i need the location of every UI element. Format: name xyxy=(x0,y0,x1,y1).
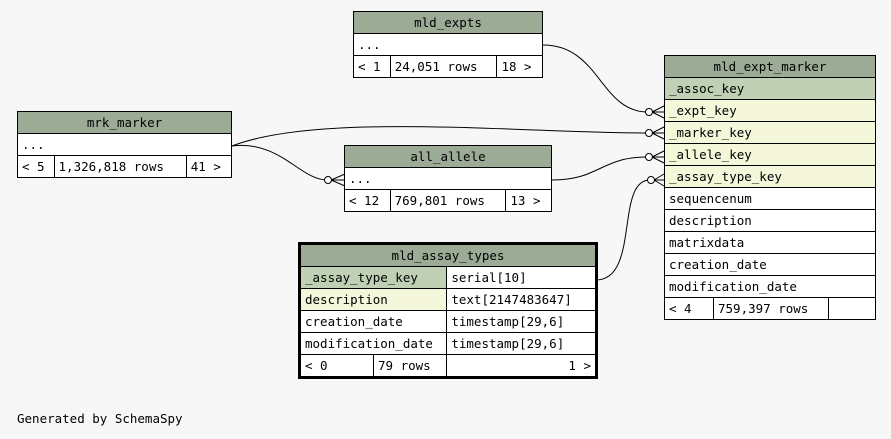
column-allele-key: _allele_key xyxy=(664,143,876,166)
table-title[interactable]: all_allele xyxy=(344,145,552,168)
edge-mrk-marker-allele-allele xyxy=(231,144,328,181)
column-assoc-key: _assoc_key xyxy=(664,77,876,100)
row-count: 24,051 rows xyxy=(389,55,498,78)
edge-mld-expts-expt-key xyxy=(542,44,649,113)
column-name: description xyxy=(298,288,448,311)
column-type: serial[10] xyxy=(446,266,597,289)
column-name: modification_date xyxy=(298,332,448,355)
edge-mrk-marker-marker-key xyxy=(231,126,649,147)
column-type: text[2147483647] xyxy=(446,288,597,311)
table-mld-expt-marker[interactable]: mld_expt_marker _assoc_key _expt_key _ma… xyxy=(664,55,876,320)
children-count[interactable]: 18 > xyxy=(496,55,543,78)
column-assay-type-key: _assay_type_key xyxy=(664,165,876,188)
table-title[interactable]: mld_expts xyxy=(353,11,543,34)
column-name: creation_date xyxy=(298,310,448,333)
parents-count[interactable]: < 12 xyxy=(344,189,391,212)
ellipsis-row: ... xyxy=(17,133,232,156)
column-expt-key: _expt_key xyxy=(664,99,876,122)
children-count xyxy=(828,297,876,320)
table-title[interactable]: mrk_marker xyxy=(17,111,232,134)
column-sequencenum: sequencenum xyxy=(664,187,876,210)
row-count: 1,326,818 rows xyxy=(53,155,187,178)
crowfoot-all-allele xyxy=(324,173,346,187)
row-count: 79 rows xyxy=(372,354,448,378)
table-mld-assay-types[interactable]: mld_assay_types _assay_type_key serial[1… xyxy=(298,242,598,379)
column-description: description xyxy=(664,209,876,232)
column-name: _assay_type_key xyxy=(298,266,448,289)
edge-all-allele-allele-key xyxy=(551,156,649,181)
parents-count[interactable]: < 5 xyxy=(17,155,55,178)
parents-count[interactable]: < 4 xyxy=(664,297,714,320)
column-type: timestamp[29,6] xyxy=(446,332,597,355)
crowfoot-assay-type-key xyxy=(647,173,665,187)
crowfoot-marker-key xyxy=(645,126,665,140)
column-matrixdata: matrixdata xyxy=(664,231,876,254)
generated-by-footer: Generated by SchemaSpy xyxy=(17,411,183,426)
column-creation-date: creation_date xyxy=(664,253,876,276)
column-modification-date: modification_date xyxy=(664,275,876,298)
table-all-allele[interactable]: all_allele ... < 12 769,801 rows 13 > xyxy=(344,145,552,212)
parents-count[interactable]: < 1 xyxy=(353,55,391,78)
row-count: 769,801 rows xyxy=(389,189,507,212)
edge-assay-types-assay-type-key xyxy=(595,179,651,281)
children-count[interactable]: 1 > xyxy=(446,354,597,378)
children-count[interactable]: 41 > xyxy=(185,155,233,178)
crowfoot-expt-key xyxy=(645,105,665,119)
crowfoot-allele-key xyxy=(645,150,665,164)
column-marker-key: _marker_key xyxy=(664,121,876,144)
column-type: timestamp[29,6] xyxy=(446,310,597,333)
table-mld-expts[interactable]: mld_expts ... < 1 24,051 rows 18 > xyxy=(353,11,543,78)
ellipsis-row: ... xyxy=(344,167,552,190)
parents-count[interactable]: < 0 xyxy=(299,354,374,378)
table-mrk-marker[interactable]: mrk_marker ... < 5 1,326,818 rows 41 > xyxy=(17,111,233,178)
children-count[interactable]: 13 > xyxy=(505,189,552,212)
table-title[interactable]: mld_expt_marker xyxy=(664,55,876,78)
table-title[interactable]: mld_assay_types xyxy=(299,243,597,267)
ellipsis-row: ... xyxy=(353,33,543,56)
row-count: 759,397 rows xyxy=(713,297,829,320)
